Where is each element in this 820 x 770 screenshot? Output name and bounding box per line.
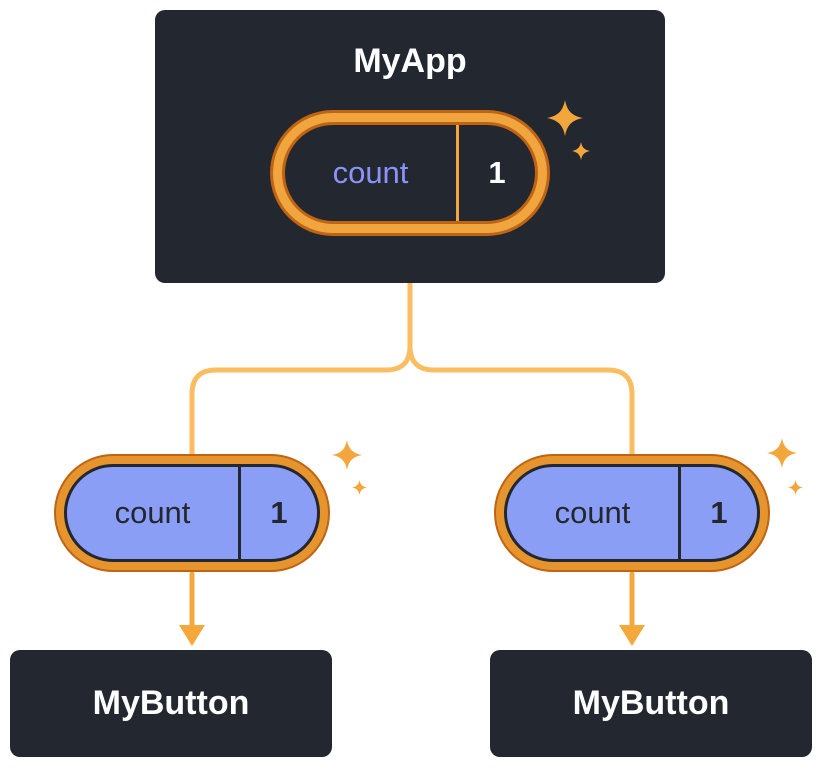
- connector-right-branch: [407, 343, 635, 465]
- mybutton-title: MyButton: [572, 684, 730, 722]
- sparkle-icon: [332, 440, 362, 470]
- arrow-right-head: [619, 625, 645, 646]
- connector-left-branch: [189, 280, 413, 465]
- mybutton-box-left: MyButton: [10, 650, 332, 757]
- state-name: count: [332, 155, 409, 190]
- state-pill-myapp: count 1: [282, 122, 538, 224]
- pill-divider: [678, 467, 681, 559]
- prop-name: count: [554, 495, 631, 530]
- sparkle-icon: [547, 100, 583, 136]
- arrow-left-head: [179, 625, 205, 646]
- prop-name: count: [114, 495, 191, 530]
- pill-divider: [238, 467, 241, 559]
- mybutton-title: MyButton: [92, 684, 250, 722]
- prop-value: 1: [270, 495, 288, 530]
- state-value: 1: [488, 155, 506, 190]
- sparkle-icon: [572, 142, 590, 160]
- pill-divider: [456, 125, 459, 221]
- myapp-title: MyApp: [353, 42, 467, 80]
- sparkle-icon: [767, 438, 797, 468]
- prop-pill-right: count 1: [504, 464, 760, 562]
- sparkle-icon: [352, 480, 367, 495]
- mybutton-box-right: MyButton: [490, 650, 812, 757]
- sparkle-icon: [788, 480, 803, 495]
- prop-pill-left: count 1: [64, 464, 320, 562]
- prop-value: 1: [710, 495, 728, 530]
